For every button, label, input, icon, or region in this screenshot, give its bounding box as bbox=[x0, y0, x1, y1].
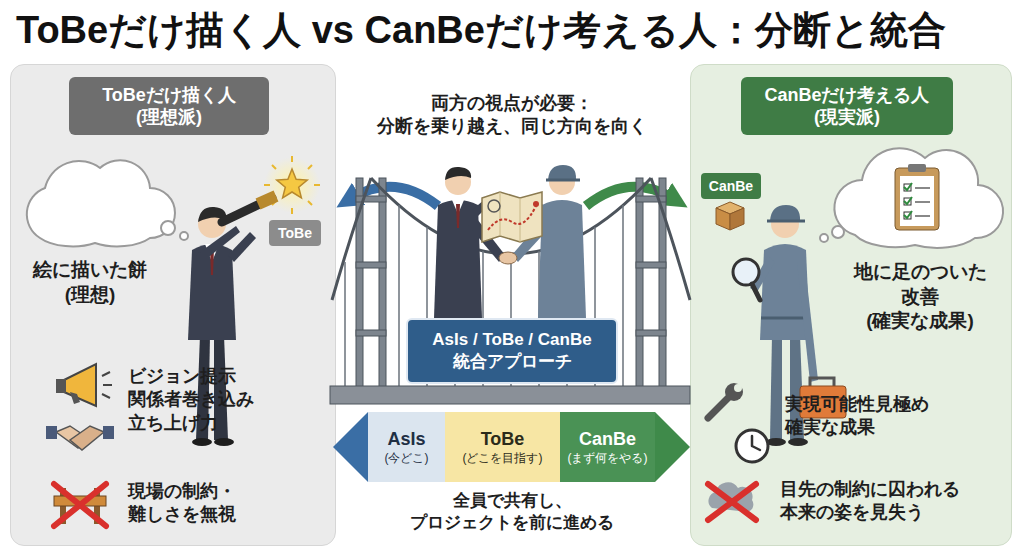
main-cable bbox=[371, 178, 651, 254]
tower-beam bbox=[356, 196, 386, 202]
approach-box: AsIs / ToBe / CanBe 統合アプローチ bbox=[406, 318, 618, 384]
bridge-deck bbox=[330, 386, 690, 404]
box-text: AsIs / ToBe / CanBe 統合アプローチ bbox=[414, 329, 610, 373]
curved-arrow bbox=[352, 187, 438, 206]
note-text: 現場の制約・ 難しさを無視 bbox=[128, 480, 268, 527]
tower-beam bbox=[356, 262, 386, 268]
band-arrow-head bbox=[655, 412, 690, 482]
hair bbox=[445, 167, 471, 180]
note-text: 地に足のついた 改善 (確実な成果) bbox=[850, 260, 990, 334]
note-text: 実現可能性見極め 確実な成果 bbox=[785, 393, 950, 440]
hanger-lines bbox=[345, 205, 623, 388]
phase-note: (まず何をやる) bbox=[568, 451, 648, 466]
panel-heading: CanBeだけ考える人 (現実派) bbox=[741, 77, 953, 135]
arm bbox=[472, 200, 488, 218]
tower-post bbox=[659, 178, 666, 388]
curved-arrow bbox=[586, 187, 672, 206]
tower-post bbox=[356, 178, 363, 388]
map-symbol bbox=[482, 192, 542, 264]
tower-beam bbox=[356, 330, 386, 336]
worker-figure bbox=[512, 165, 586, 318]
phase-name: AsIs bbox=[387, 428, 425, 451]
arm bbox=[533, 200, 548, 218]
head bbox=[445, 169, 471, 195]
note-text: 両方の視点が必要： 分断を乗り越え、同じ方向を向く bbox=[362, 92, 662, 139]
tag-text: ToBe bbox=[278, 224, 312, 242]
map-fold bbox=[500, 192, 520, 242]
tag-text: CanBe bbox=[709, 177, 753, 195]
shirt bbox=[452, 200, 464, 214]
side-cable bbox=[332, 178, 690, 300]
map-sheet bbox=[482, 192, 542, 242]
cap bbox=[548, 165, 576, 180]
compass bbox=[488, 200, 500, 212]
phase-segment: CanBe(まず何をやる) bbox=[560, 412, 655, 482]
suspension-bridge bbox=[330, 178, 690, 404]
band-arrow-head bbox=[333, 412, 368, 482]
panel-heading: ToBeだけ描く人 (理想派) bbox=[69, 77, 269, 135]
map-route bbox=[488, 206, 536, 230]
note-text: 全員で共有し、 プロジェクトを前に進める bbox=[382, 490, 642, 534]
phase-segment: AsIs(今どこ) bbox=[368, 412, 445, 482]
diagram-title: ToBeだけ描く人 vs CanBeだけ考える人：分断と統合 bbox=[16, 6, 946, 54]
cap-brim bbox=[546, 179, 580, 182]
tag-label: CanBe bbox=[701, 173, 761, 199]
tower-beam bbox=[636, 196, 666, 202]
handshake bbox=[499, 252, 517, 264]
group-panel: CanBeだけ考える人 (現実派) CanBe bbox=[690, 64, 1012, 546]
note-text: 目先の制約に囚われる 本来の姿を見失う bbox=[780, 478, 980, 525]
phase-name: CanBe bbox=[579, 428, 636, 451]
manager-figure bbox=[434, 167, 505, 318]
tower-beam bbox=[636, 330, 666, 336]
tag-label: ToBe bbox=[269, 220, 321, 246]
head bbox=[549, 169, 575, 195]
group-panel: ToBeだけ描く人 (理想派) ToBe bbox=[10, 64, 336, 546]
phase-note: (今どこ) bbox=[385, 451, 429, 466]
phase-note: (どこを目指す) bbox=[463, 451, 543, 466]
arm bbox=[468, 215, 505, 262]
tower-post bbox=[636, 178, 643, 388]
phase-segment: ToBe(どこを目指す) bbox=[445, 412, 560, 482]
tie bbox=[456, 204, 460, 228]
tower-post bbox=[379, 178, 386, 388]
coverall-torso bbox=[538, 200, 586, 318]
phase-name: ToBe bbox=[481, 428, 525, 451]
map-pin bbox=[533, 201, 539, 207]
arm bbox=[512, 215, 552, 262]
note-text: 絵に描いた餅 (理想) bbox=[25, 258, 155, 307]
tower-beam bbox=[636, 262, 666, 268]
suit-torso bbox=[434, 200, 482, 318]
note-text: ビジョン提示 関係者巻き込み 立ち上げ力 bbox=[128, 365, 278, 435]
